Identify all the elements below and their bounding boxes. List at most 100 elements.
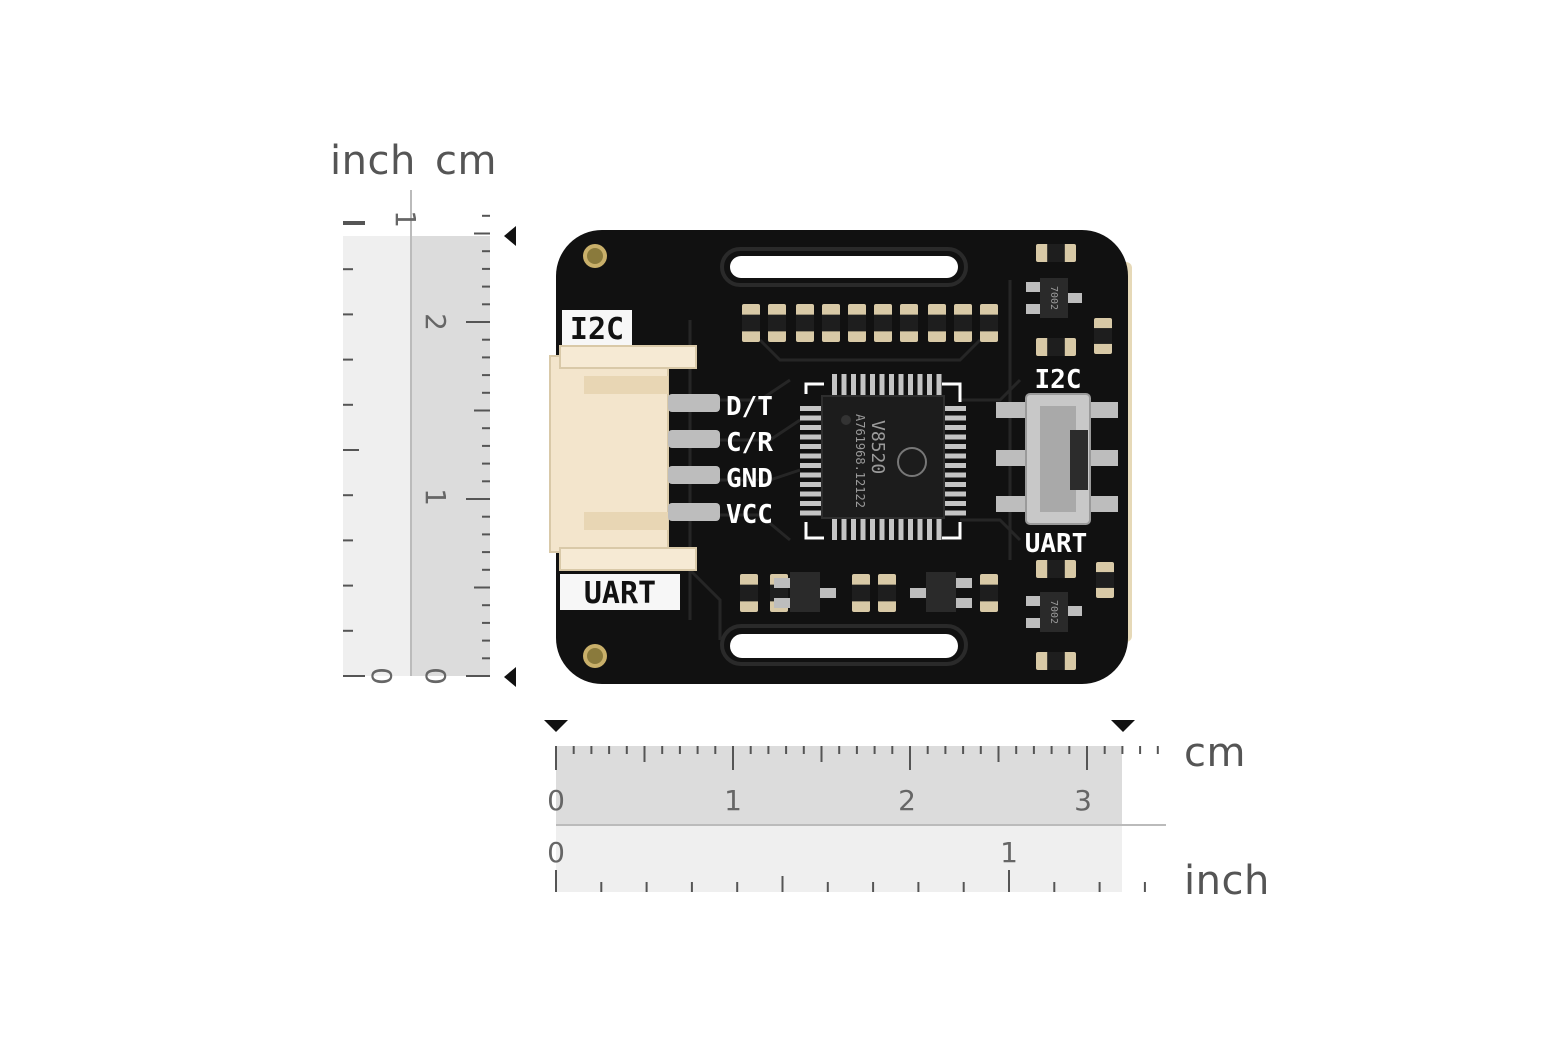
smd-resistor — [796, 304, 814, 342]
smd-resistor — [1036, 652, 1076, 670]
mounting-hole-top-inner — [587, 248, 603, 264]
transistor-bl-body — [790, 572, 820, 612]
chip-pin — [800, 453, 822, 459]
top-slot — [730, 256, 958, 278]
vertical-top-marker-icon — [504, 226, 516, 246]
pin-1 — [668, 394, 720, 412]
chip-pin — [800, 444, 822, 449]
chip-pin — [944, 444, 966, 449]
vertical-ruler-inch-unit: inch — [330, 138, 416, 184]
transistor-br-lead-2 — [1026, 618, 1040, 628]
switch-i2c-label: I2C — [1035, 365, 1082, 395]
smd-resistor — [954, 304, 972, 342]
horizontal-left-marker-icon — [544, 720, 568, 732]
chip-pin — [944, 510, 966, 516]
chip-pin — [908, 374, 913, 396]
transistor-bottom-mid — [910, 572, 972, 612]
bottom-slot — [730, 634, 958, 658]
jst-connector — [549, 345, 720, 571]
switch-lead-r2 — [1088, 450, 1118, 466]
switch-knob — [1070, 430, 1088, 490]
smd-resistor — [1096, 562, 1114, 598]
smd-body — [1047, 652, 1065, 670]
connector-bottom-lip — [559, 547, 697, 571]
smd-body — [980, 584, 998, 602]
horizontal-inch-label-0: 0 — [547, 836, 565, 869]
chip-pin — [800, 406, 822, 411]
vertical-bottom-marker-icon — [504, 667, 516, 687]
smd-body — [928, 314, 946, 332]
chip-pin — [800, 425, 822, 430]
pin-4 — [668, 503, 720, 521]
smd-resistor — [874, 304, 892, 342]
smd-resistor — [848, 304, 866, 342]
switch-uart-label: UART — [1025, 529, 1088, 559]
transistor-br-marking: 7002 — [1048, 600, 1059, 624]
transistor-tr-body — [1040, 278, 1068, 318]
chip-pin — [870, 374, 875, 396]
switch-lead-r3 — [1088, 496, 1118, 512]
top-smd-components — [742, 304, 998, 342]
mode-switch — [996, 393, 1118, 525]
chip-pin — [800, 501, 822, 506]
chip-pin — [800, 482, 822, 487]
pin-3 — [668, 466, 720, 484]
vertical-cm-label-0: 0 — [419, 667, 452, 685]
chip-silk-corner-br — [942, 522, 962, 540]
chip-pin — [800, 463, 822, 468]
bottom-slot-outline — [720, 624, 968, 666]
smd-resistor — [980, 304, 998, 342]
vertical-inch-label-0: 0 — [365, 667, 398, 685]
smd-body — [852, 584, 870, 602]
chip-pin — [927, 374, 932, 396]
chip-pin — [889, 374, 894, 396]
smd-resistor — [852, 574, 870, 612]
transistor-br-lead-1 — [1026, 596, 1040, 606]
horizontal-ruler: 0 1 2 3 0 1 — [544, 720, 1166, 892]
chip-pins — [800, 374, 966, 540]
smd-resistor — [1094, 318, 1112, 354]
chip-pin — [879, 374, 885, 396]
switch-lead-l3 — [996, 496, 1028, 512]
vertical-ruler-cm-band — [412, 236, 490, 676]
smd-body — [848, 314, 866, 332]
transistor-tr-lead-2 — [1026, 304, 1040, 314]
transistor-top-right: 7002 — [1026, 278, 1082, 318]
smd-resistor — [742, 304, 760, 342]
smd-resistor — [740, 574, 758, 612]
connector-i2c-label: I2C — [570, 312, 624, 347]
smd-resistor — [822, 304, 840, 342]
chip-logo-icon — [897, 447, 927, 477]
chip-pin — [936, 374, 942, 396]
smd-resistor — [1036, 560, 1076, 578]
chip-pin — [841, 518, 847, 540]
smd-resistor — [900, 304, 918, 342]
transistor-bm-lead-2 — [956, 578, 972, 588]
chip-pin — [944, 434, 966, 440]
smd-body — [900, 314, 918, 332]
chip-pin — [908, 518, 913, 540]
connector-top-lip — [559, 345, 697, 369]
chip-pin — [917, 374, 923, 396]
smd-body — [1047, 338, 1065, 356]
chip-pin — [898, 518, 904, 540]
transistor-br-lead-3 — [1068, 606, 1082, 616]
transistor-bl-lead-2 — [774, 598, 790, 608]
chip-pin — [870, 518, 875, 540]
chip-silk-corner-bl — [804, 522, 824, 540]
switch-lead-r1 — [1088, 402, 1118, 418]
chip-pin1-dot — [841, 415, 851, 425]
chip-pin — [851, 518, 856, 540]
smd-resistor — [928, 304, 946, 342]
transistor-bm-body — [926, 572, 956, 612]
vertical-ruler-cm-unit: cm — [435, 138, 497, 184]
vertical-ruler: 1 0 2 1 0 — [343, 190, 516, 687]
transistor-tr-marking: 7002 — [1048, 286, 1059, 310]
chip-silk-corner-tl — [804, 382, 824, 394]
chip-pin — [860, 374, 866, 396]
horizontal-ruler-cm-band — [556, 746, 1122, 824]
horizontal-cm-label-3: 3 — [1074, 784, 1092, 817]
smd-body — [770, 584, 788, 602]
i2c-silk-box — [562, 310, 632, 346]
